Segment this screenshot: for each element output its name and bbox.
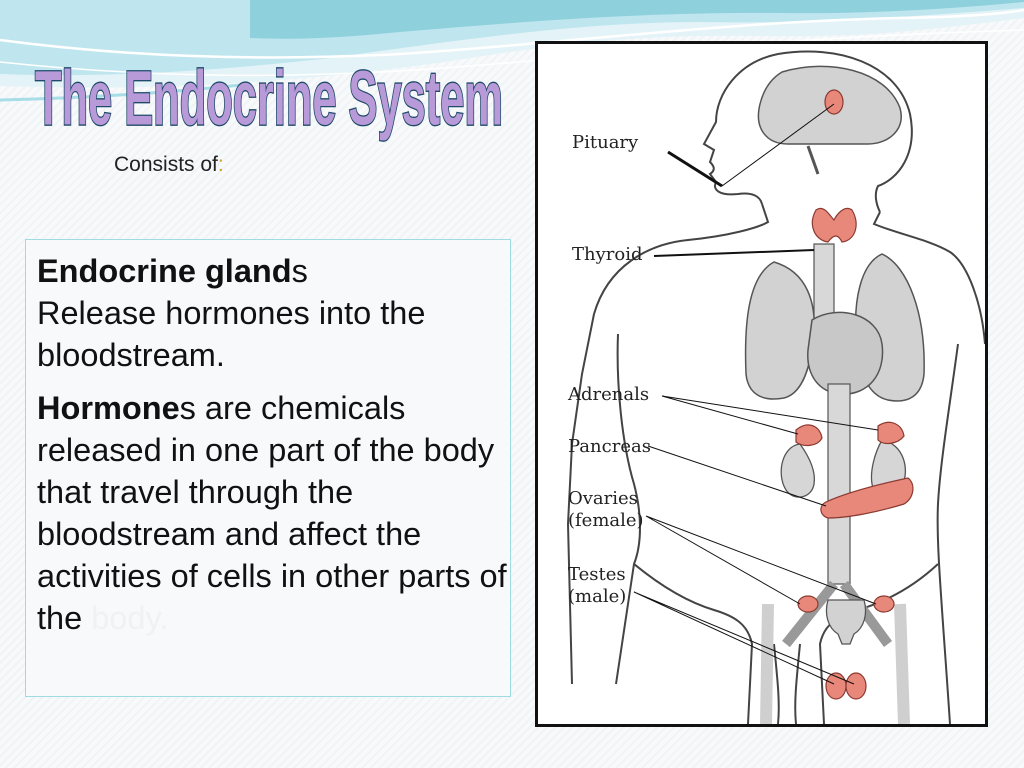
glands bbox=[795, 89, 914, 700]
label-ovaries: Ovaries bbox=[568, 488, 638, 509]
slide-title: The Endocrine System bbox=[24, 52, 514, 142]
pituitary-gland bbox=[824, 89, 844, 115]
subtitle: Consists of: bbox=[114, 153, 224, 177]
diagram-labels: Pituary Thyroid Adrenals Pancreas Ovarie… bbox=[567, 132, 651, 607]
thyroid-gland bbox=[811, 207, 857, 243]
endocrine-gland-definition: Release hormones into the bloodstream. bbox=[37, 295, 426, 373]
slide-title-text: The Endocrine System bbox=[35, 55, 503, 141]
label-testes-male: (male) bbox=[568, 586, 626, 607]
left-ovary bbox=[797, 595, 819, 613]
right-testis bbox=[845, 672, 867, 700]
label-adrenals: Adrenals bbox=[567, 384, 649, 405]
endocrine-diagram: Pituary Thyroid Adrenals Pancreas Ovarie… bbox=[535, 41, 988, 727]
left-adrenal-gland bbox=[795, 424, 823, 447]
paragraph-endocrine-glands: Endocrine glands Release hormones into t… bbox=[37, 250, 510, 376]
label-testes: Testes bbox=[568, 564, 626, 585]
hormone-definition-faded-word: body. bbox=[91, 600, 169, 636]
term-hormone: Hormone bbox=[37, 390, 180, 426]
term-endocrine-gland-suffix: s bbox=[291, 253, 308, 289]
subtitle-colon: : bbox=[217, 153, 224, 176]
right-adrenal-gland bbox=[877, 421, 905, 445]
paragraph-hormones: Hormones are chemicals released in one p… bbox=[37, 387, 510, 639]
organs bbox=[744, 65, 925, 724]
leader-lines bbox=[633, 103, 879, 685]
label-pancreas: Pancreas bbox=[568, 436, 651, 457]
right-ovary bbox=[873, 595, 895, 613]
label-pituitary: Pituary bbox=[572, 132, 639, 153]
content-textbox: Endocrine glands Release hormones into t… bbox=[25, 239, 511, 697]
label-thyroid: Thyroid bbox=[572, 244, 643, 265]
pancreas-gland bbox=[820, 477, 914, 519]
body-outline bbox=[566, 50, 985, 724]
label-ovaries-female: (female) bbox=[568, 510, 644, 531]
top-swoosh-decoration bbox=[0, 0, 1024, 102]
term-endocrine-gland: Endocrine gland bbox=[37, 253, 292, 289]
hormone-definition: s are chemicals released in one part of … bbox=[37, 390, 507, 636]
subtitle-text: Consists of bbox=[114, 153, 218, 176]
